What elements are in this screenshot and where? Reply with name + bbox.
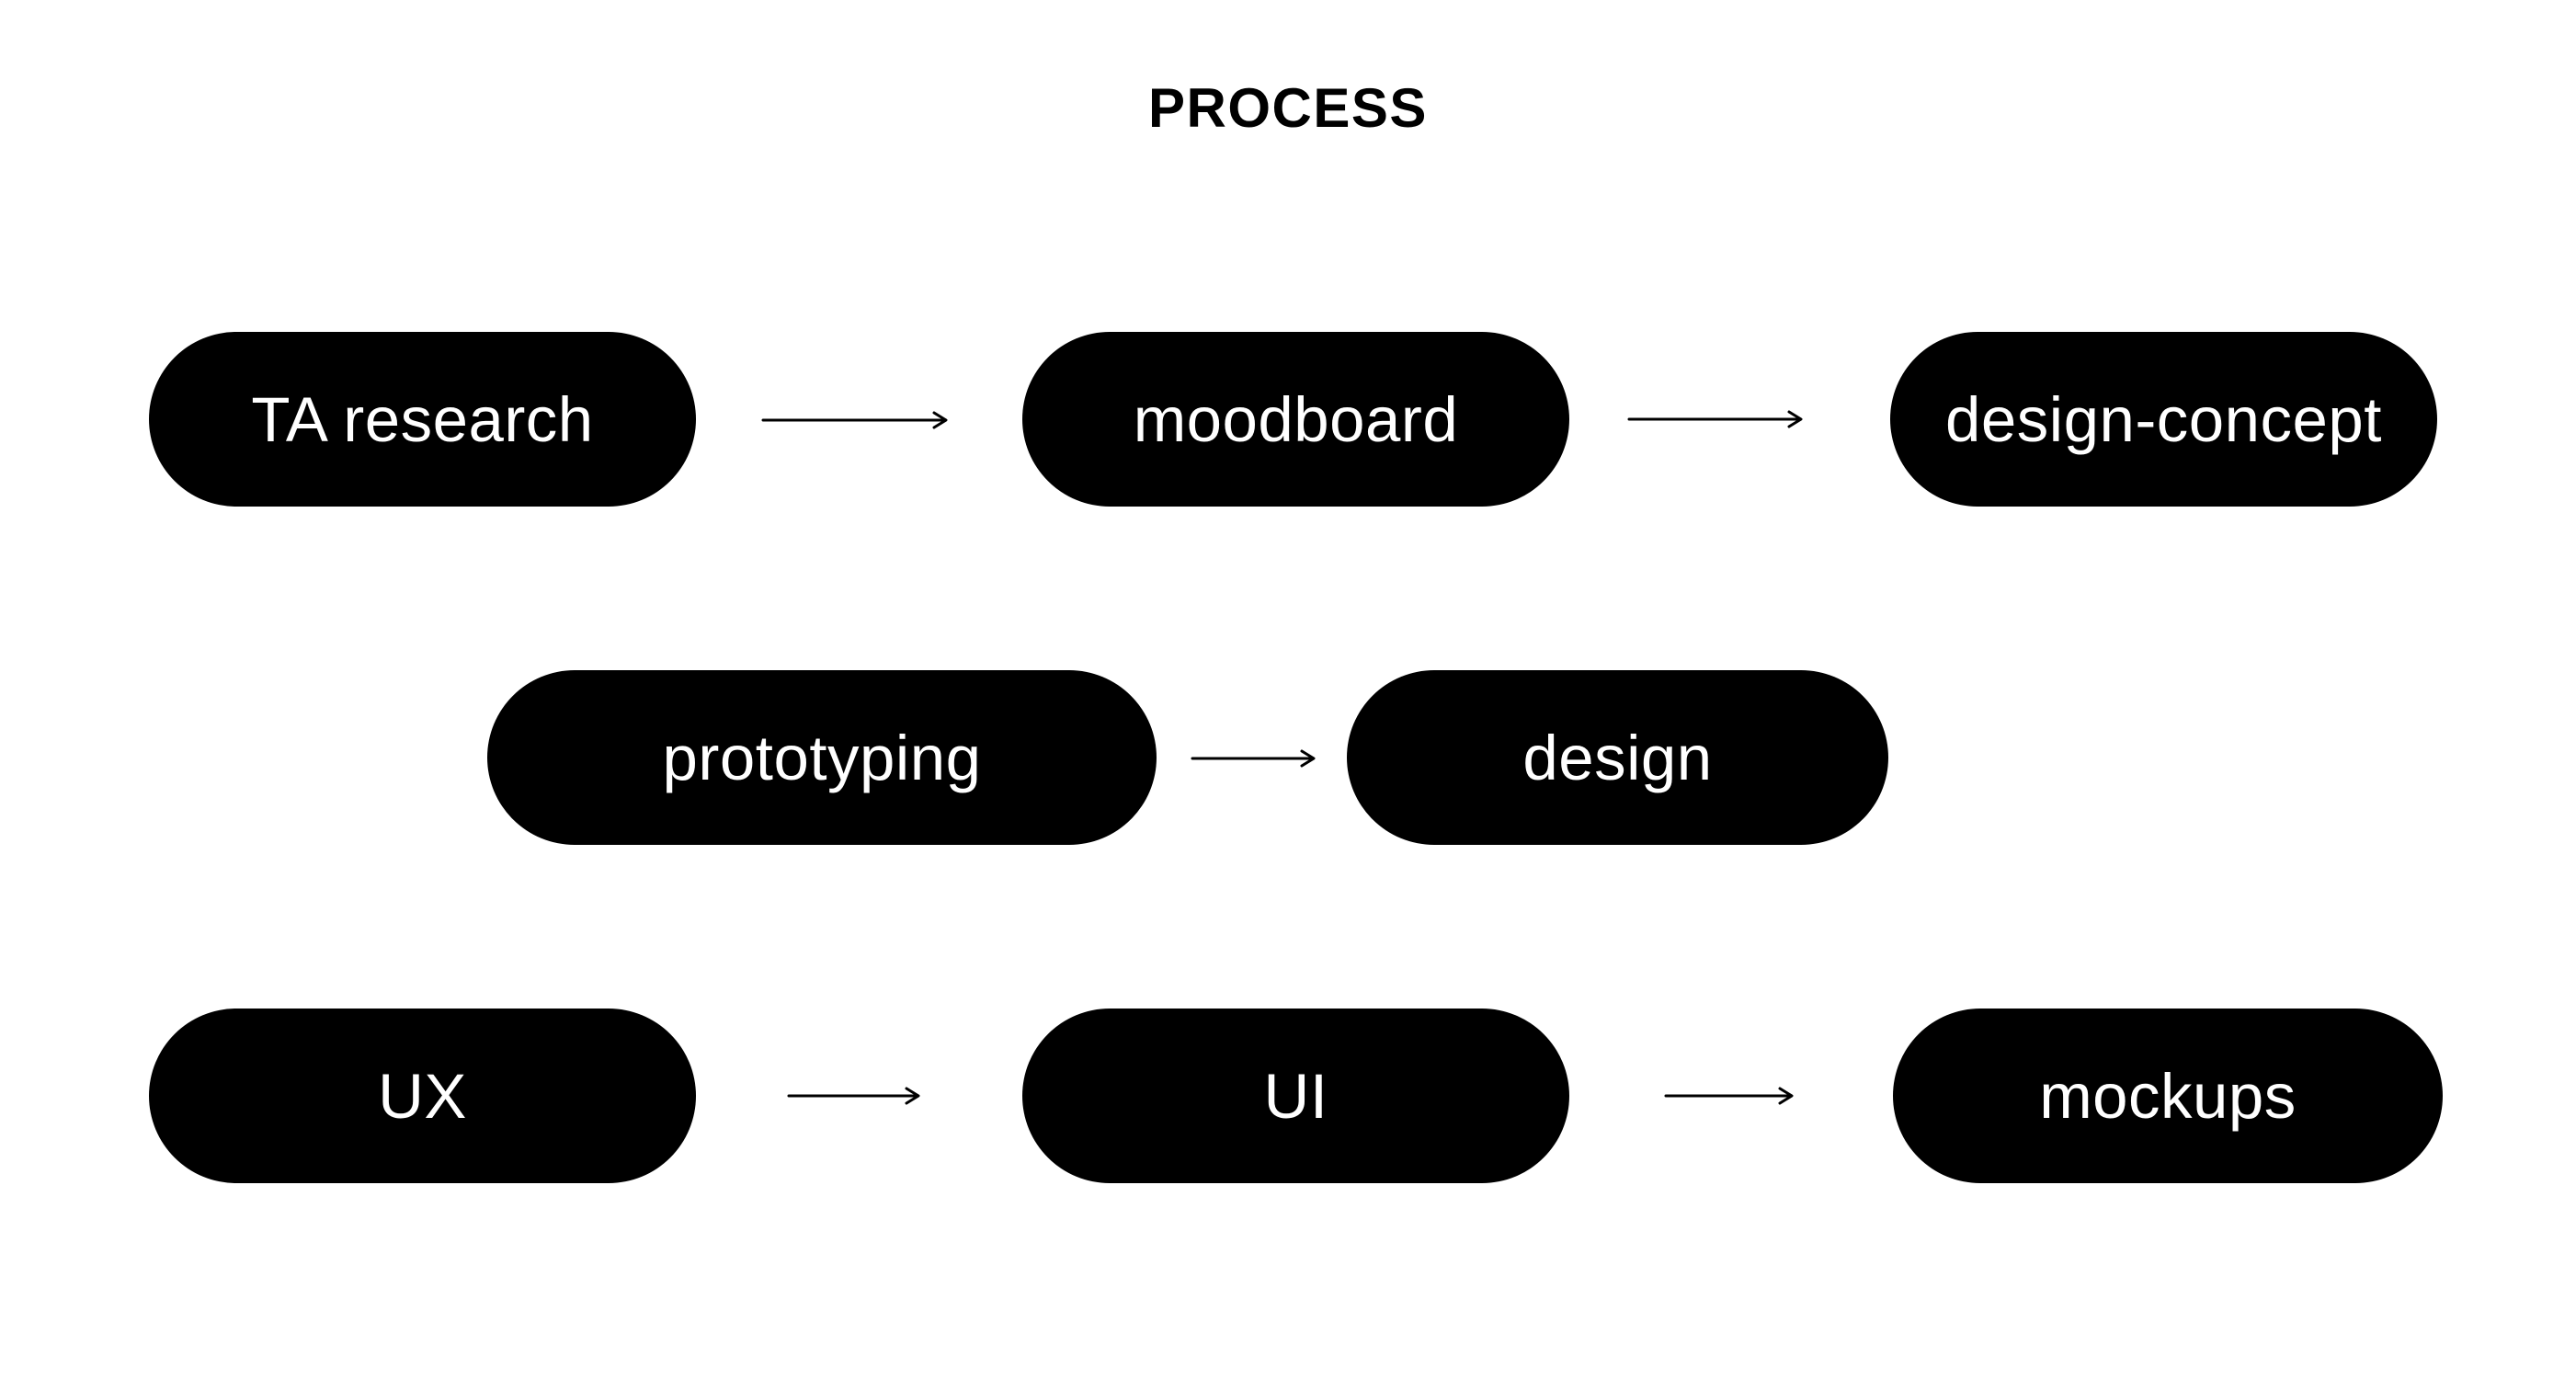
node-label: design: [1522, 722, 1713, 793]
node-label: TA research: [251, 383, 594, 455]
node-label: design-concept: [1945, 383, 2382, 455]
node-label: mockups: [2039, 1060, 2297, 1132]
node-moodboard: moodboard: [1022, 332, 1569, 507]
flow-arrow-icon: [1627, 410, 1803, 428]
flow-arrow-icon: [787, 1087, 920, 1105]
flow-arrow-icon: [1191, 749, 1316, 768]
node-ui: UI: [1022, 1009, 1569, 1183]
node-prototyping: prototyping: [487, 670, 1157, 845]
node-design-concept: design-concept: [1890, 332, 2437, 507]
flow-arrow-icon: [761, 411, 948, 429]
diagram-title: PROCESS: [1148, 77, 1428, 139]
node-label: UX: [378, 1060, 467, 1132]
node-design: design: [1347, 670, 1888, 845]
node-ux: UX: [149, 1009, 696, 1183]
node-ta-research: TA research: [149, 332, 696, 507]
flow-arrow-icon: [1664, 1087, 1794, 1105]
node-label: UI: [1263, 1060, 1328, 1132]
node-label: prototyping: [662, 722, 982, 793]
node-label: moodboard: [1133, 383, 1459, 455]
node-mockups: mockups: [1893, 1009, 2443, 1183]
